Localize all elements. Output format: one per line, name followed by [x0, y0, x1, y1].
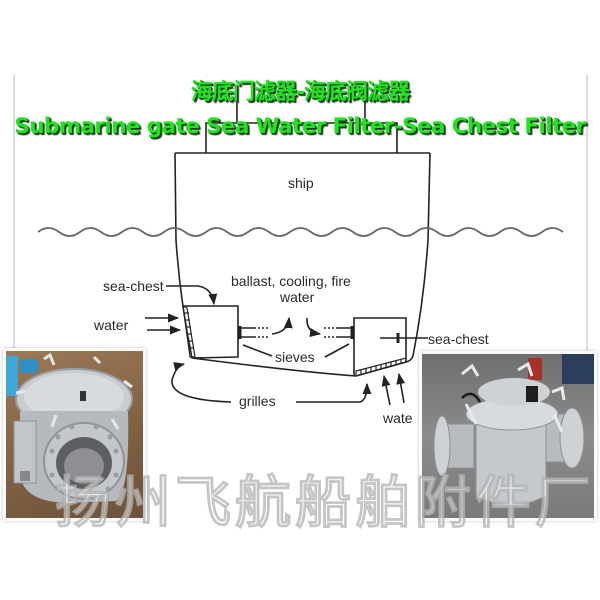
ship-label: ship [288, 175, 314, 191]
left-filter-photo [3, 348, 146, 521]
filter-illustration-left [6, 352, 133, 503]
filter-illustration-right [433, 354, 594, 506]
right-sea-chest-box [353, 317, 407, 377]
water-left-label: water [94, 317, 129, 333]
right-filter-photo [419, 351, 597, 521]
left-sea-chest-box [183, 305, 239, 359]
title-english: Submarine gate Sea Water Filter-Sea Ches… [14, 114, 586, 139]
watermark-text: 扬州飞航船舶附件厂 [55, 471, 595, 537]
right-grille [355, 357, 407, 377]
sea-surface-wave [37, 227, 564, 237]
sea-chest-right-label: sea-chest [428, 331, 489, 347]
hull-outline [174, 152, 431, 377]
frame-right-line [586, 75, 588, 350]
ballast-label-line2: water [280, 289, 315, 305]
title-chinese: 海底门滤器-海底阀滤器 [190, 80, 410, 105]
grilles-label: grilles [239, 393, 276, 409]
sieves-label: sieves [275, 349, 315, 365]
left-grille [182, 304, 196, 358]
ballast-label-line1: ballast, cooling, fire [231, 273, 351, 289]
water-right-label: wate [383, 410, 413, 426]
superstructure-outline [205, 122, 398, 153]
sea-chest-left-label: sea-chest [103, 278, 164, 294]
frame-left-line [13, 75, 15, 350]
